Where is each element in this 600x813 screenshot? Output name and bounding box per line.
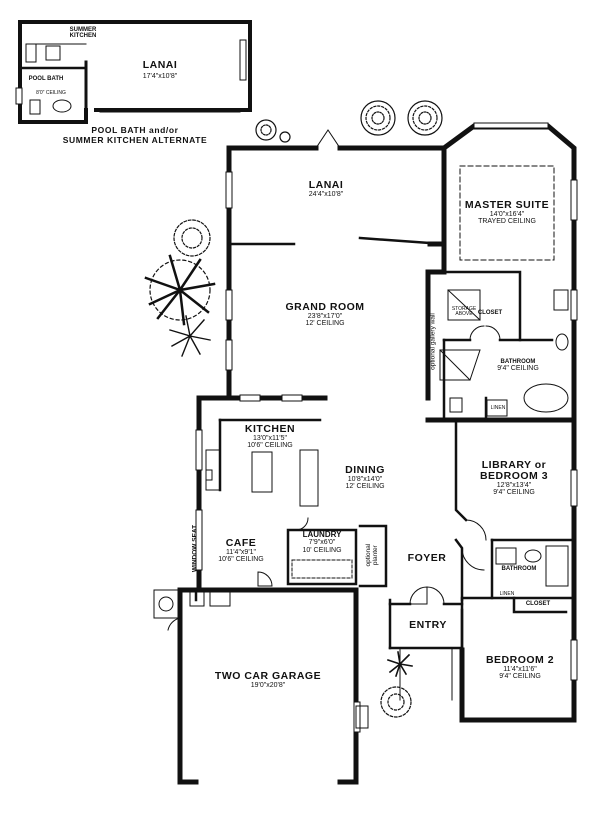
room-master-bath: BATHROOM 9'4" CEILING	[488, 359, 548, 373]
pool-bath-ceiling: 8'0" CEILING	[36, 90, 66, 96]
room-lanai: LANAI 24'4"x10'8"	[286, 179, 366, 199]
room-garage: TWO CAR GARAGE 19'0"x20'8"	[190, 670, 346, 690]
foyer-label: FOYER	[407, 552, 447, 564]
tree-left	[144, 254, 216, 326]
library-name-2: BEDROOM 3	[479, 470, 549, 483]
alt-lanai-dim: 17'4"x10'8"	[142, 73, 178, 80]
pool-bath-name: POOL BATH	[28, 76, 64, 82]
caption-line-2: SUMMER KITCHEN ALTERNATE	[62, 134, 208, 145]
master-suite-name: MASTER SUITE	[464, 199, 550, 211]
room-grand-room: GRAND ROOM 23'8"x17'0" 12' CEILING	[270, 301, 380, 328]
room-library: LIBRARY or BEDROOM 3 12'8"x13'4" 9'4" CE…	[464, 459, 564, 497]
room-bedroom-2: BEDROOM 2 11'4"x11'6" 9'4" CEILING	[470, 654, 570, 681]
dining-ceiling: 12' CEILING	[345, 483, 385, 491]
alternate-inset-walls	[15, 20, 252, 124]
cafe-dim: 11'4"x9'1"	[225, 549, 257, 557]
linen-2-label: LINEN	[499, 591, 515, 597]
kitchen-dim: 13'0"x11'5"	[253, 435, 287, 443]
room-cafe: CAFE 11'4"x9'1" 10'6" CEILING	[206, 537, 276, 564]
alt-lanai-name: LANAI	[142, 59, 178, 71]
tree-left-small	[173, 219, 211, 257]
lanai-name: LANAI	[308, 179, 344, 191]
entry-label: ENTRY	[409, 619, 447, 631]
grand-room-ceiling: 12' CEILING	[305, 320, 345, 328]
alternate-caption: POOL BATH and/or SUMMER KITCHEN ALTERNAT…	[30, 125, 240, 146]
laundry-name: LAUNDRY	[302, 530, 342, 539]
closet-2-label: CLOSET	[525, 601, 551, 607]
storage-line-2: ABOVE	[455, 311, 473, 318]
fixtures	[153, 127, 569, 729]
dining-dim: 10'8"x14'0"	[347, 476, 383, 484]
garage-name: TWO CAR GARAGE	[214, 670, 322, 682]
master-suite-ceiling: TRAYED CEILING	[478, 218, 536, 226]
planter-line-1: optional	[364, 543, 372, 567]
master-bath-name: BATHROOM	[500, 359, 536, 365]
storage-label: STORAGE ABOVE	[444, 306, 484, 318]
gallery-wall-label: optional gallery wall	[429, 313, 437, 370]
shrub-top-2	[407, 100, 443, 136]
doors	[167, 129, 501, 631]
grand-room-name: GRAND ROOM	[285, 301, 365, 313]
laundry-dim: 7'9"x6'0"	[308, 539, 336, 547]
bedroom-2-name: BEDROOM 2	[485, 654, 555, 666]
library-name-1: LIBRARY or	[481, 459, 547, 471]
planter-label: optional planter	[365, 533, 379, 577]
summer-kitchen-label: SUMMER KITCHEN	[69, 27, 97, 40]
bathroom-2-label: BATHROOM	[501, 566, 537, 572]
grand-room-dim: 23'8"x17'0"	[307, 313, 343, 321]
master-suite-dim: 14'0"x16'4"	[489, 211, 525, 219]
cafe-ceiling: 10'6" CEILING	[218, 556, 264, 564]
shrub-entry	[380, 686, 412, 718]
bedroom-2-ceiling: 9'4" CEILING	[499, 673, 541, 681]
library-dim: 12'8"x13'4"	[496, 482, 532, 490]
room-master-suite: MASTER SUITE 14'0"x16'4" TRAYED CEILING	[452, 199, 562, 226]
master-linen-label: LINEN	[490, 405, 506, 411]
palm-entry	[386, 651, 413, 678]
shrub-top-1	[360, 100, 396, 136]
window-seat-label: WINDOW SEAT	[191, 524, 199, 573]
library-ceiling: 9'4" CEILING	[493, 489, 535, 497]
master-bath-ceiling: 9'4" CEILING	[497, 365, 539, 373]
room-dining: DINING 10'8"x14'0" 12' CEILING	[330, 464, 400, 491]
laundry-ceiling: 10' CEILING	[302, 546, 342, 554]
kitchen-name: KITCHEN	[244, 423, 296, 435]
room-laundry: LAUNDRY 7'9"x6'0" 10' CEILING	[290, 530, 354, 554]
palm-left	[169, 315, 211, 357]
shrub-top-3	[255, 119, 277, 141]
dining-name: DINING	[345, 464, 385, 476]
room-kitchen: KITCHEN 13'0"x11'5" 10'6" CEILING	[230, 423, 310, 450]
windows	[195, 122, 578, 733]
master-closet-label: CLOSET	[477, 310, 503, 316]
cafe-name: CAFE	[225, 537, 257, 549]
planter-line-2: planter	[372, 545, 379, 566]
caption-line-1: POOL BATH and/or	[91, 125, 179, 135]
storage-line-1: STORAGE	[451, 306, 477, 312]
lanai-dim: 24'4"x10'8"	[308, 191, 344, 199]
bedroom-2-dim: 11'4"x11'6"	[503, 666, 537, 674]
landscape-plants	[144, 100, 443, 718]
garage-dim: 19'0"x20'8"	[250, 682, 286, 690]
kitchen-ceiling: 10'6" CEILING	[247, 442, 293, 450]
